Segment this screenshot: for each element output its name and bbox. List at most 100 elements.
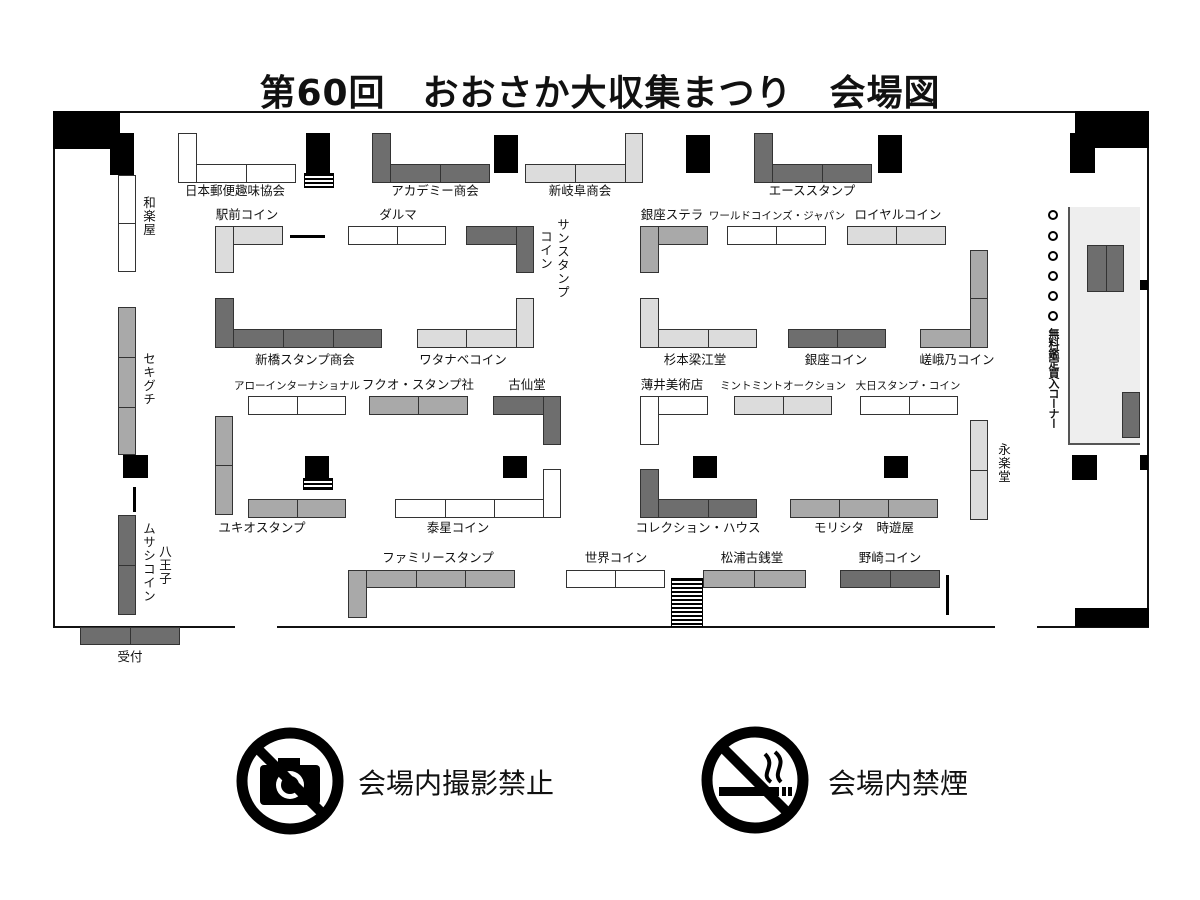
corner-block bbox=[1070, 133, 1095, 173]
partition bbox=[290, 235, 325, 238]
booth-segment bbox=[640, 298, 659, 348]
booth-segment bbox=[118, 565, 136, 615]
booth-segment bbox=[333, 329, 382, 348]
booth-label: 大日スタンプ・コイン bbox=[855, 380, 961, 392]
booth-label: 八王子 bbox=[157, 545, 172, 586]
reception-label: 受付 bbox=[117, 649, 143, 664]
booth-segment bbox=[215, 465, 233, 515]
no-photo-notice: 会場内撮影禁止 bbox=[358, 767, 555, 800]
pillar bbox=[686, 135, 710, 173]
pillar bbox=[1072, 455, 1097, 480]
booth-label: 世界コイン bbox=[584, 550, 648, 565]
seat-circle bbox=[1048, 311, 1058, 321]
booth-label: サンスタンプ bbox=[555, 218, 570, 299]
pillar bbox=[494, 135, 518, 173]
booth-segment bbox=[888, 499, 938, 518]
wall-left bbox=[53, 111, 55, 628]
no-smoking-notice: 会場内禁煙 bbox=[828, 767, 969, 800]
booth-segment bbox=[754, 570, 806, 588]
booth-segment bbox=[418, 396, 468, 415]
booth-segment bbox=[516, 298, 534, 348]
booth-segment bbox=[248, 499, 298, 518]
booth-segment bbox=[543, 396, 561, 445]
seat-circle bbox=[1048, 251, 1058, 261]
booth-segment bbox=[970, 250, 988, 299]
booth-label: モリシタ 時遊屋 bbox=[813, 520, 915, 535]
booth-segment bbox=[397, 226, 446, 245]
booth-segment bbox=[788, 329, 838, 348]
pillar bbox=[1140, 280, 1148, 290]
booth-segment bbox=[970, 420, 988, 471]
booth-segment bbox=[493, 396, 544, 415]
booth-segment bbox=[896, 226, 946, 245]
booth-label: エーススタンプ bbox=[768, 183, 856, 198]
corner-block bbox=[1075, 608, 1149, 627]
booth-segment bbox=[847, 226, 897, 245]
booth-label: 銀座コイン bbox=[804, 352, 868, 367]
booth-segment bbox=[658, 499, 709, 518]
booth-segment bbox=[283, 329, 334, 348]
booth-segment bbox=[369, 396, 419, 415]
seat-circle bbox=[1048, 271, 1058, 281]
booth-segment bbox=[970, 298, 988, 348]
corner-block bbox=[53, 111, 120, 149]
booth-label: 嵯峨乃コイン bbox=[919, 352, 995, 367]
appraisal-label: 無料鑑定買入コーナー bbox=[1047, 328, 1060, 428]
booth-label: ファミリースタンプ bbox=[382, 550, 494, 565]
booth-label: 和楽屋 bbox=[141, 196, 156, 237]
pillar bbox=[305, 456, 329, 478]
booth-segment bbox=[703, 570, 755, 588]
booth-label: 泰星コイン bbox=[426, 520, 490, 535]
booth-segment bbox=[772, 164, 823, 183]
booth-segment bbox=[215, 416, 233, 466]
booth-segment bbox=[640, 469, 659, 518]
pillar bbox=[503, 456, 527, 478]
booth-segment bbox=[754, 133, 773, 183]
booth-segment bbox=[658, 226, 708, 245]
booth-segment bbox=[708, 329, 757, 348]
booth-segment bbox=[837, 329, 886, 348]
booth-segment bbox=[822, 164, 872, 183]
booth-segment bbox=[790, 499, 840, 518]
booth-segment bbox=[890, 570, 940, 588]
no-smoking-icon bbox=[701, 726, 809, 834]
page-title: 第60回 おおさか大収集まつり 会場図 bbox=[259, 73, 941, 114]
booth-segment bbox=[440, 164, 490, 183]
booth-segment bbox=[366, 570, 417, 588]
booth-segment bbox=[776, 226, 826, 245]
booth-label: 薄井美術店 bbox=[640, 377, 704, 392]
booth-segment bbox=[1106, 245, 1124, 292]
booth-label: 杉本梁江堂 bbox=[663, 352, 727, 367]
booth-label: ロイヤルコイン bbox=[854, 207, 942, 222]
booth-segment bbox=[615, 570, 665, 588]
booth-segment bbox=[297, 396, 346, 415]
pillar bbox=[693, 456, 717, 478]
booth-label: 野崎コイン bbox=[858, 550, 922, 565]
wall-bottom bbox=[277, 626, 995, 628]
booth-segment bbox=[494, 499, 544, 518]
booth-segment bbox=[246, 164, 296, 183]
booth-segment bbox=[727, 226, 777, 245]
stairs bbox=[671, 578, 703, 627]
booth-label: 駅前コイン bbox=[215, 207, 279, 222]
booth-label: 永楽堂 bbox=[996, 443, 1011, 484]
booth-segment bbox=[466, 226, 517, 245]
seat-circle bbox=[1048, 210, 1058, 220]
wall-bottom bbox=[1037, 626, 1149, 628]
partition bbox=[946, 575, 949, 615]
seat-circle bbox=[1048, 231, 1058, 241]
booth-label: ワールドコインズ・ジャパン bbox=[708, 210, 846, 222]
booth-label: コレクション・ハウス bbox=[635, 520, 761, 535]
stairs bbox=[304, 173, 334, 188]
booth-segment bbox=[233, 329, 284, 348]
reception-desk bbox=[80, 627, 131, 645]
booth-segment bbox=[909, 396, 958, 415]
booth-segment bbox=[118, 515, 136, 566]
booth-segment bbox=[372, 133, 391, 183]
booth-segment bbox=[625, 133, 643, 183]
booth-segment bbox=[860, 396, 910, 415]
booth-segment bbox=[839, 499, 889, 518]
booth-segment bbox=[783, 396, 832, 415]
wall-right bbox=[1147, 111, 1149, 628]
